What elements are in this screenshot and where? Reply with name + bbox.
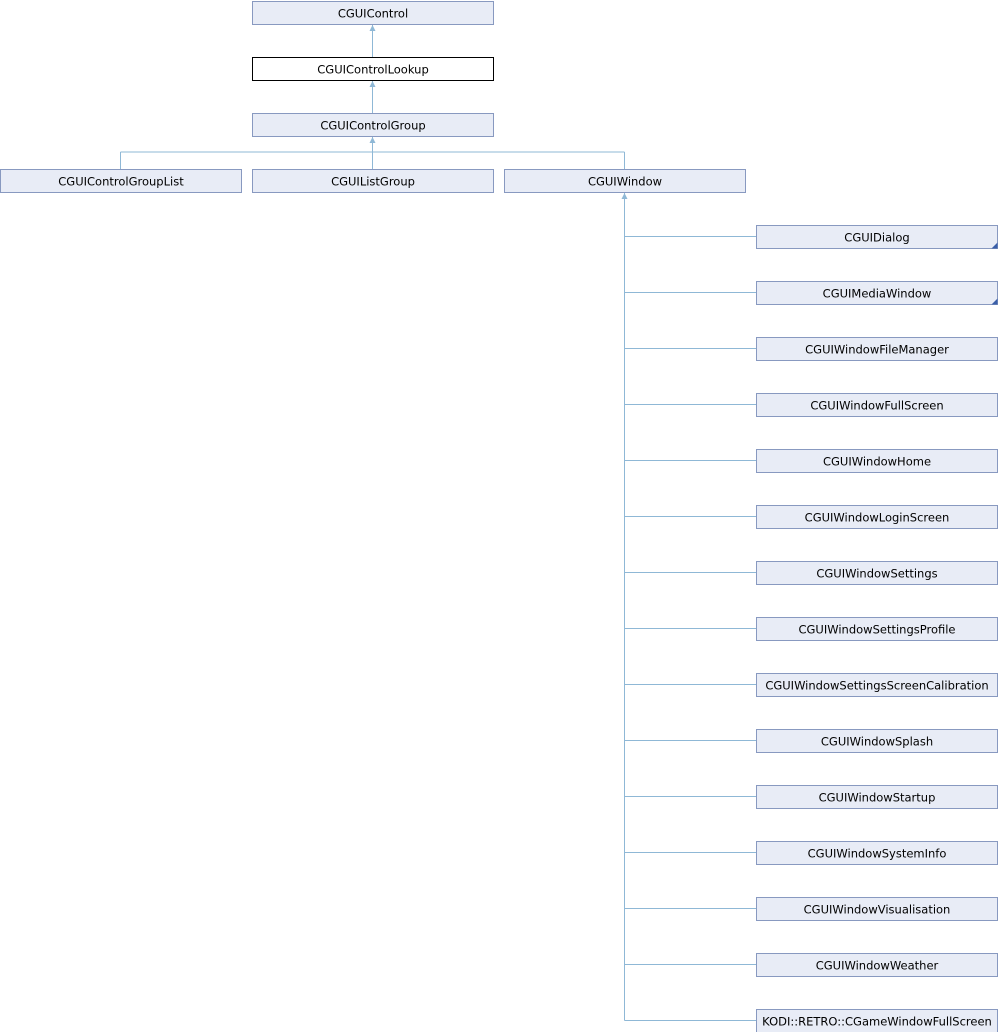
class-label: CGUIWindowSettings [816, 567, 937, 581]
class-label: CGUIWindowSystemInfo [808, 847, 947, 861]
class-node-cguiwindowfullscreen[interactable]: CGUIWindowFullScreen [756, 393, 998, 417]
class-label: CGUIWindowLoginScreen [805, 511, 950, 525]
class-node-cguiwindowstartup[interactable]: CGUIWindowStartup [756, 785, 998, 809]
class-label: CGUIWindowWeather [816, 959, 939, 973]
class-node-cguiwindowsysteminfo[interactable]: CGUIWindowSystemInfo [756, 841, 998, 865]
class-node-cguiwindowhome[interactable]: CGUIWindowHome [756, 449, 998, 473]
arrowhead-cguiwindow [621, 193, 628, 199]
arrowhead-cguicontrolgroup [369, 137, 376, 143]
class-box [252, 57, 494, 81]
class-node-cguicontrolgroup[interactable]: CGUIControlGroup [252, 113, 494, 137]
class-box [252, 113, 494, 137]
class-label: CGUIControl [338, 7, 408, 21]
class-label: CGUIControlGroupList [58, 175, 184, 189]
class-node-cguiwindowweather[interactable]: CGUIWindowWeather [756, 953, 998, 977]
class-box [252, 169, 494, 193]
class-node-cguiwindowsettingsprofile[interactable]: CGUIWindowSettingsProfile [756, 617, 998, 641]
class-node-cguimediawindow[interactable]: CGUIMediaWindow [756, 281, 998, 305]
more-subclasses-icon [991, 298, 998, 305]
class-node-cguicontrolgrouplist[interactable]: CGUIControlGroupList [0, 169, 242, 193]
arrowhead-cguicontrol [369, 25, 376, 31]
class-label: CGUIWindowSettingsProfile [798, 623, 955, 637]
class-node-cguilistgroup[interactable]: CGUIListGroup [252, 169, 494, 193]
class-node-cguidialog[interactable]: CGUIDialog [756, 225, 998, 249]
class-label: CGUIWindowSplash [821, 735, 933, 749]
class-label: CGUIWindowFullScreen [810, 399, 943, 413]
class-node-kodi-retro-cgamewindowfullscreen[interactable]: KODI::RETRO::CGameWindowFullScreen [756, 1009, 998, 1032]
class-label: CGUIWindowHome [823, 455, 931, 469]
class-label: CGUIMediaWindow [823, 287, 932, 301]
class-label: CGUIControlGroup [320, 119, 425, 133]
class-label: CGUIDialog [844, 231, 909, 245]
class-box [252, 1, 494, 25]
class-label: CGUIWindow [588, 175, 662, 189]
class-label: CGUIWindowVisualisation [804, 903, 951, 917]
class-label: CGUIWindowStartup [819, 791, 936, 805]
class-node-cguicontrollookup: CGUIControlLookup [252, 57, 494, 81]
class-label: KODI::RETRO::CGameWindowFullScreen [762, 1015, 992, 1029]
class-box [0, 169, 242, 193]
class-label: CGUIListGroup [331, 175, 415, 189]
class-node-cguiwindowloginscreen[interactable]: CGUIWindowLoginScreen [756, 505, 998, 529]
class-node-cguicontrol[interactable]: CGUIControl [252, 1, 494, 25]
arrowhead-cguicontrollookup [369, 81, 376, 87]
class-label: CGUIWindowSettingsScreenCalibration [765, 679, 988, 693]
edges-layer [120, 25, 756, 1021]
class-node-cguiwindowsplash[interactable]: CGUIWindowSplash [756, 729, 998, 753]
class-label: CGUIControlLookup [317, 63, 429, 77]
class-node-cguiwindow[interactable]: CGUIWindow [504, 169, 746, 193]
class-label: CGUIWindowFileManager [805, 343, 949, 357]
class-node-cguiwindowsettings[interactable]: CGUIWindowSettings [756, 561, 998, 585]
more-subclasses-icon [991, 242, 998, 249]
class-node-cguiwindowsettingsscreencalibration[interactable]: CGUIWindowSettingsScreenCalibration [756, 673, 998, 697]
class-node-cguiwindowvisualisation[interactable]: CGUIWindowVisualisation [756, 897, 998, 921]
class-box [504, 169, 746, 193]
class-node-cguiwindowfilemanager[interactable]: CGUIWindowFileManager [756, 337, 998, 361]
